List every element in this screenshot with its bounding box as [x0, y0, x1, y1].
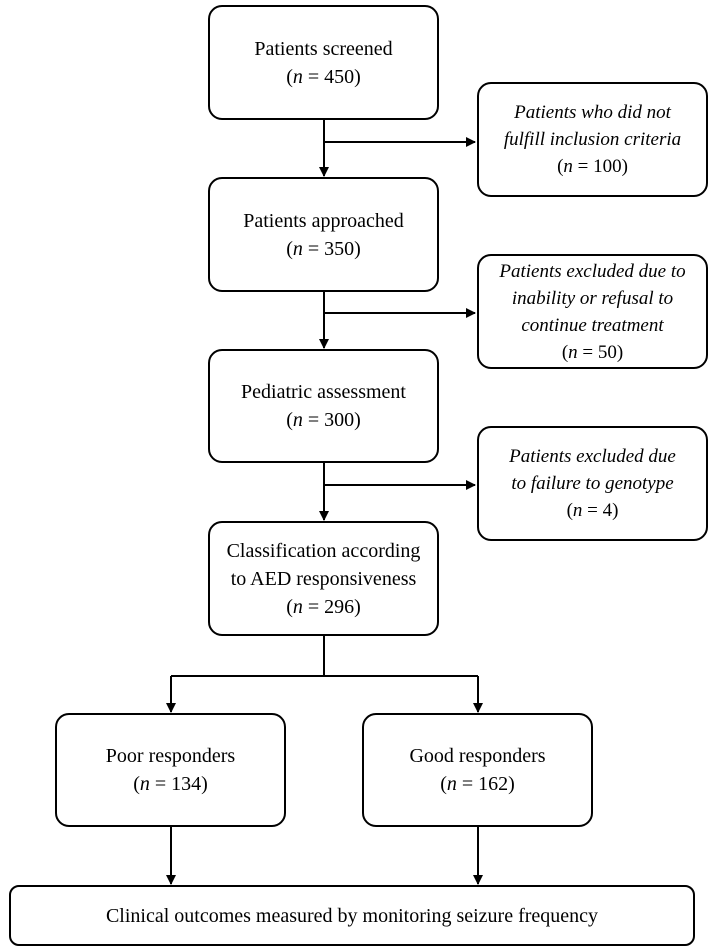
box-label: Clinical outcomes measured by monitoring…: [105, 904, 599, 927]
box-count: (n = 300): [286, 409, 361, 431]
box-label-line-1: Classification according: [226, 539, 421, 562]
box-count: (n = 162): [440, 773, 515, 795]
box-count: (n = 100): [557, 156, 628, 177]
box-count: (n = 50): [561, 341, 624, 363]
box-label-line-2: to AED responsiveness: [230, 567, 417, 590]
box-count: (n = 296): [286, 595, 361, 618]
box-count: (n = 134): [133, 773, 208, 795]
box-label: Patients screened: [254, 37, 393, 60]
box-good-responders: Good responders (n = 162): [362, 713, 593, 827]
box-patients-screened: Patients screened (n = 450): [208, 5, 439, 120]
box-patients-approached: Patients approached (n = 350): [208, 177, 439, 292]
box-label-line-2: inability or refusal to: [511, 287, 674, 309]
box-label-line-3: continue treatment: [521, 314, 664, 336]
box-label: Pediatric assessment: [241, 381, 406, 403]
box-classification: Classification according to AED responsi…: [208, 521, 439, 636]
box-exclusion-genotype: Patients excluded due to failure to geno…: [477, 426, 708, 541]
box-count: (n = 350): [286, 237, 361, 260]
box-pediatric-assessment: Pediatric assessment (n = 300): [208, 349, 439, 463]
box-count: (n = 4): [566, 500, 619, 521]
box-label-line-2: to failure to genotype: [511, 473, 674, 494]
box-exclusion-inclusion-criteria: Patients who did not fulfill inclusion c…: [477, 82, 708, 197]
box-label: Patients approached: [243, 209, 404, 232]
box-exclusion-refusal: Patients excluded due to inability or re…: [477, 254, 708, 369]
box-label-line-1: Patients excluded due: [509, 446, 676, 467]
box-label: Poor responders: [105, 745, 236, 767]
box-label-line-2: fulfill inclusion criteria: [503, 129, 682, 150]
box-poor-responders: Poor responders (n = 134): [55, 713, 286, 827]
box-count: (n = 450): [286, 65, 361, 88]
box-label-line-1: Patients excluded due to: [499, 260, 686, 282]
box-clinical-outcomes: Clinical outcomes measured by monitoring…: [9, 885, 695, 946]
box-label-line-1: Patients who did not: [514, 102, 671, 123]
box-label: Good responders: [409, 745, 546, 767]
